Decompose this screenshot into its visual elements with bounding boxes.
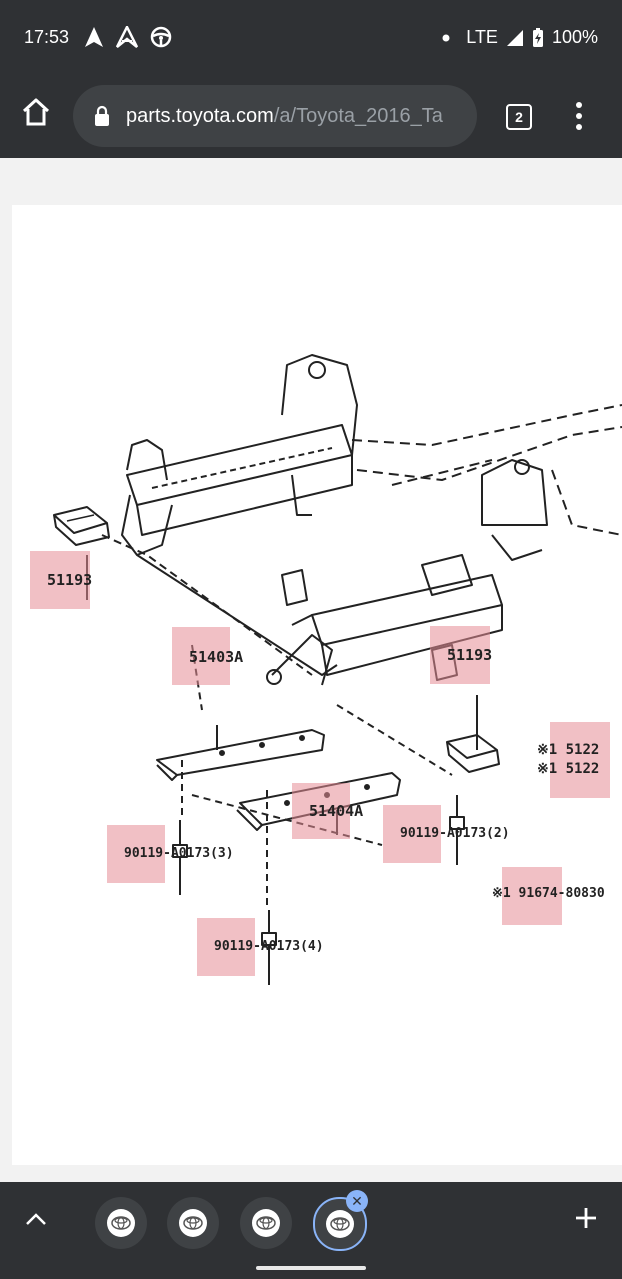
part-label-51403a[interactable]: 51403A (189, 648, 244, 666)
part-label-51193-right[interactable]: 51193 (447, 646, 493, 664)
new-tab-plus-icon[interactable] (574, 1206, 598, 1230)
page-content[interactable]: 51193 51403A 51193 51404A 90119-A0173(3)… (0, 158, 622, 1182)
toyota-logo-icon (326, 1210, 354, 1238)
navigation-icon (85, 27, 103, 47)
parts-diagram[interactable]: 51193 51403A 51193 51404A 90119-A0173(3)… (12, 205, 622, 1165)
part-label-51404a[interactable]: 51404A (309, 802, 364, 820)
callout-highlight[interactable] (502, 867, 562, 925)
status-right-group: LTE 100% (442, 27, 598, 48)
tab-count: 2 (515, 109, 523, 125)
toyota-logo-icon (252, 1209, 280, 1237)
gesture-home-indicator[interactable] (256, 1266, 366, 1270)
network-type: LTE (466, 27, 498, 47)
callout-highlight[interactable] (30, 551, 90, 609)
part-label-51225[interactable]: ※1 5122 (537, 742, 600, 758)
callout-highlight[interactable] (383, 805, 441, 863)
callout-highlight[interactable] (172, 627, 230, 685)
tab-thumbnail[interactable] (167, 1197, 219, 1249)
toyota-logo-icon (107, 1209, 135, 1237)
callout-highlight[interactable] (292, 783, 350, 839)
part-label-bolt-4[interactable]: 90119-A0173(4) (214, 939, 324, 954)
part-label-51226[interactable]: ※1 5122 (537, 761, 600, 777)
tab-thumbnail[interactable] (95, 1197, 147, 1249)
browser-toolbar: parts.toyota.com/a/Toyota_2016_Ta 2 (0, 76, 622, 158)
callout-highlight[interactable] (430, 626, 490, 684)
part-label-bolt-2[interactable]: 90119-A0173(2) (400, 826, 510, 841)
chevron-up-icon[interactable] (25, 1212, 47, 1226)
callout-highlight[interactable] (107, 825, 165, 883)
android-auto-icon (116, 26, 138, 48)
status-bar: 17:53 LTE 100% (0, 0, 622, 76)
status-left-icons (84, 26, 172, 48)
url-text: parts.toyota.com/a/Toyota_2016_Ta (126, 105, 443, 128)
home-icon[interactable] (20, 96, 52, 128)
battery-charging-icon (532, 27, 543, 47)
part-label-51193-left[interactable]: 51193 (47, 571, 93, 589)
part-label-91674[interactable]: ※1 91674-80830 (492, 886, 605, 901)
part-label-bolt-3[interactable]: 90119-A0173(3) (124, 846, 234, 861)
tab-switcher-button[interactable]: 2 (506, 104, 532, 130)
battery-percent: 100% (551, 27, 598, 47)
url-path: /a/Toyota_2016_Ta (273, 105, 443, 127)
steering-wheel-icon (150, 26, 172, 48)
signal-icon (506, 29, 523, 46)
status-time: 17:53 (24, 27, 70, 47)
frame-crossmember-drawing (53, 354, 622, 985)
address-bar[interactable]: parts.toyota.com/a/Toyota_2016_Ta (73, 85, 477, 147)
tab-strip: ✕ (0, 1182, 622, 1279)
tab-thumbnail[interactable] (240, 1197, 292, 1249)
close-tab-icon[interactable]: ✕ (346, 1190, 368, 1212)
url-host: parts.toyota.com (126, 105, 274, 127)
callout-highlight[interactable] (197, 918, 255, 976)
lock-icon (95, 105, 109, 126)
notification-dot-icon (442, 34, 450, 41)
more-menu-icon[interactable] (570, 100, 588, 132)
toyota-logo-icon (179, 1209, 207, 1237)
callout-highlight[interactable] (550, 722, 610, 798)
